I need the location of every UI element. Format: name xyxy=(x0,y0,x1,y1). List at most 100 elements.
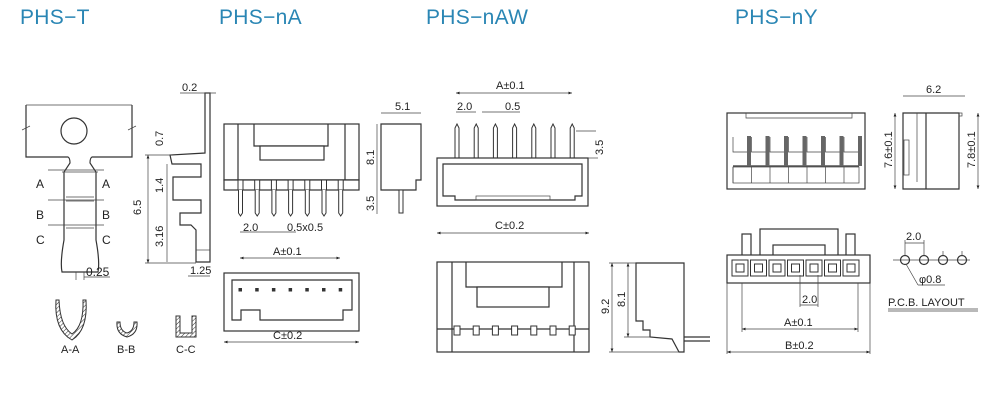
na-dim-c: C±0.2 xyxy=(273,330,302,342)
ny-dim-pitch: 2.0 xyxy=(802,294,817,306)
ny-slot-divider xyxy=(784,136,788,166)
naw-front-pin xyxy=(511,325,519,336)
ny-dim-a: A±0.1 xyxy=(784,317,813,329)
naw-pin xyxy=(492,122,498,158)
phs-naw-top: A±0.1 2.0 0.5 3.5 xyxy=(436,80,606,207)
dim-tip: 0.25 xyxy=(86,265,110,279)
phs-ny-front xyxy=(726,112,866,190)
phs-ny-side: 6.2 7.6±0.1 7.8±0.1 xyxy=(883,84,980,190)
carrier-hole xyxy=(60,117,88,145)
ny-side-h2: 7.8±0.1 xyxy=(966,131,978,168)
phs-t-terminal-side: 0.2 6.5 0.7 1.4 3.16 1.25 xyxy=(132,82,216,277)
phs-na-side: 5.1 8.1 3.5 xyxy=(365,101,422,214)
pcb-hole: φ0.8 xyxy=(919,274,941,286)
ny-side-width: 6.2 xyxy=(926,84,941,96)
ny-slot-divider xyxy=(821,136,825,166)
label-section-b-b: B-B xyxy=(117,344,135,356)
naw-dim-a: A±0.1 xyxy=(496,80,525,92)
section-a-a xyxy=(55,299,87,341)
naw-pin xyxy=(473,122,479,158)
na-pin-socket xyxy=(321,179,327,191)
na-pin xyxy=(304,190,310,217)
section-mark-c-left: C xyxy=(36,233,45,247)
na-pin xyxy=(254,190,260,217)
ny-slot-divider xyxy=(802,136,807,166)
dim-mid: 1.4 xyxy=(154,178,166,193)
phs-t-terminal-front: A A B B C C 0.25 xyxy=(21,104,137,280)
naw-dim-pin-len: 3.5 xyxy=(594,140,606,155)
dim-total: 6.5 xyxy=(132,200,144,215)
section-b-b xyxy=(116,321,138,338)
naw-pin xyxy=(550,122,556,158)
naw-front-pin xyxy=(491,325,499,336)
naw-front-pin xyxy=(549,325,557,336)
na-pin xyxy=(338,190,344,217)
na-pin-socket xyxy=(237,179,244,191)
label-section-c-c: C-C xyxy=(176,344,196,356)
pcb-label: P.C.B. LAYOUT xyxy=(888,297,965,309)
na-dim-pitch: 2.0 xyxy=(243,222,258,234)
na-pin xyxy=(288,190,294,217)
naw-pin xyxy=(569,122,575,158)
section-c-c xyxy=(175,315,197,338)
title-phs-ny: PHS−nY xyxy=(735,6,818,29)
naw-pin xyxy=(512,122,518,158)
title-phs-t: PHS−T xyxy=(20,6,90,29)
dim-bottom: 3.16 xyxy=(154,226,166,247)
ny-slot-divider xyxy=(858,136,862,166)
na-pin xyxy=(271,190,277,217)
na-top-pin xyxy=(238,288,242,292)
phs-na-front: 2.0 0.5x0.5 A±0.1 xyxy=(223,123,360,260)
na-pin xyxy=(238,190,243,217)
section-mark-b-left: B xyxy=(36,208,44,222)
na-side-height: 8.1 xyxy=(365,150,377,165)
na-top-pin xyxy=(255,288,259,292)
na-dim-pin: 0.5x0.5 xyxy=(287,222,323,234)
dim-width: 1.25 xyxy=(190,265,211,277)
section-mark-b-right: B xyxy=(102,208,110,222)
ny-dim-b: B±0.2 xyxy=(785,340,814,352)
na-dim-a: A±0.1 xyxy=(273,246,302,258)
phs-naw-side: 9.2 8.1 xyxy=(600,262,710,353)
na-top-pin xyxy=(271,288,276,292)
section-mark-a-left: A xyxy=(36,177,44,191)
phs-ny-top: 2.0 A±0.1 B±0.2 xyxy=(726,228,871,354)
na-pin xyxy=(321,190,327,217)
naw-front-pin xyxy=(453,325,461,336)
pcb-pitch: 2.0 xyxy=(906,231,921,243)
title-phs-na: PHS−nA xyxy=(219,6,302,29)
naw-side-body: 8.1 xyxy=(616,292,628,307)
phs-t-sections: A-A B-B C-C xyxy=(55,299,197,356)
pcb-layout: 2.0 φ0.8 P.C.B. LAYOUT xyxy=(888,231,978,312)
naw-side-total: 9.2 xyxy=(600,299,612,314)
naw-pin xyxy=(531,122,537,158)
naw-dim-pin: 0.5 xyxy=(505,101,520,113)
label-section-a-a: A-A xyxy=(61,344,80,356)
dim-top: 0.7 xyxy=(154,131,166,146)
na-pin-socket xyxy=(337,179,344,191)
naw-dim-pitch: 2.0 xyxy=(457,101,472,113)
na-pin-socket xyxy=(270,179,277,191)
ny-side-h1: 7.6±0.1 xyxy=(883,131,895,168)
dim-thickness: 0.2 xyxy=(182,82,197,94)
na-pin-socket xyxy=(304,179,311,191)
naw-front-pin xyxy=(472,325,480,336)
na-top-pin xyxy=(322,288,326,292)
na-pin-socket xyxy=(287,179,294,191)
na-top-pin xyxy=(305,288,309,292)
naw-dim-c: C±0.2 xyxy=(495,220,524,232)
phs-na-top: C±0.2 xyxy=(223,272,360,344)
title-phs-naw: PHS−nAW xyxy=(426,6,529,29)
ny-slot-divider xyxy=(747,136,751,166)
naw-pin xyxy=(454,122,460,158)
ny-slot-divider xyxy=(839,136,844,166)
na-pin-socket xyxy=(254,179,261,191)
ny-slot-divider xyxy=(765,136,770,166)
na-side-pin: 3.5 xyxy=(365,196,377,211)
na-top-pin xyxy=(288,288,293,292)
phs-naw-front: C±0.2 xyxy=(436,220,590,353)
section-mark-c-right: C xyxy=(102,233,111,247)
na-top-pin xyxy=(338,288,343,292)
naw-front-pin xyxy=(530,325,538,336)
